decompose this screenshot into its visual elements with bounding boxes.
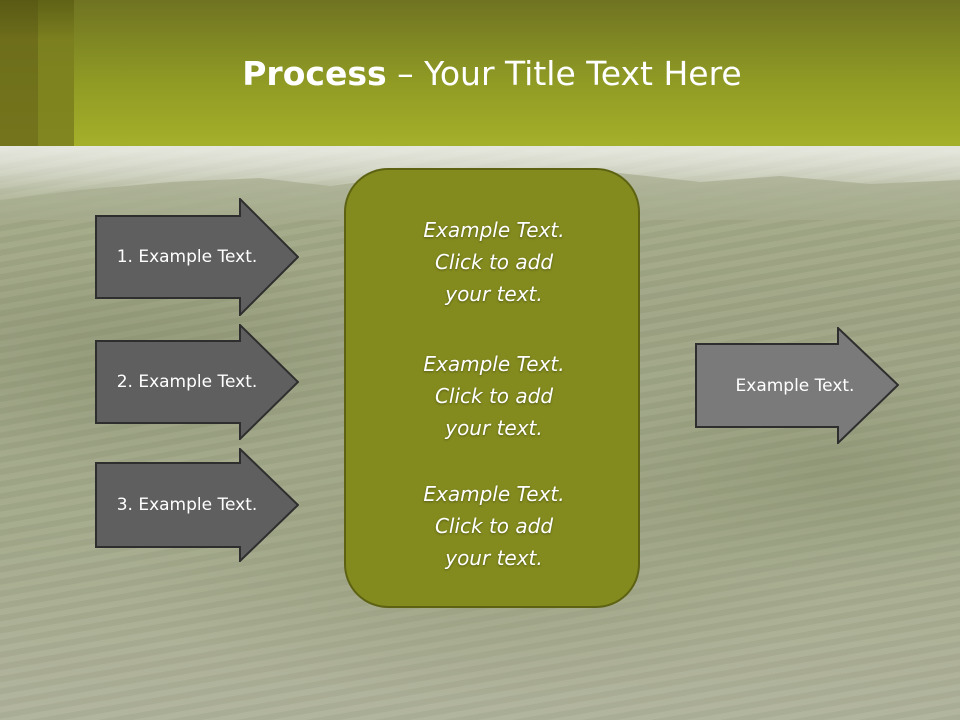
slide-title-rest: – Your Title Text Here [386, 54, 742, 93]
center-paragraph-2: Example Text. Click to add your text. [346, 348, 642, 444]
arrow-shape [95, 198, 299, 316]
process-step-arrow-2[interactable]: 2. Example Text. [95, 324, 299, 440]
slide-title[interactable]: Process – Your Title Text Here [0, 54, 960, 94]
result-arrow-label: Example Text. [735, 375, 855, 396]
arrow-shape [95, 448, 299, 562]
process-step-arrow-3[interactable]: 3. Example Text. [95, 448, 299, 562]
center-paragraph-line: your text. [445, 282, 543, 306]
center-paragraph-line: Click to add [434, 514, 554, 538]
process-step-label-1: 1. Example Text. [116, 247, 258, 267]
arrow-shape [695, 327, 899, 444]
center-paragraph-3: Example Text. Click to add your text. [346, 478, 642, 574]
center-paragraph-1: Example Text. Click to add your text. [346, 214, 642, 310]
center-paragraph-line: Example Text. [423, 352, 565, 376]
process-step-arrow-1[interactable]: 1. Example Text. [95, 198, 299, 316]
process-step-label-3: 3. Example Text. [116, 495, 258, 515]
center-paragraph-line: your text. [445, 416, 543, 440]
center-paragraph-line: Click to add [434, 384, 554, 408]
process-step-label-2: 2. Example Text. [116, 372, 258, 392]
title-bar: Process – Your Title Text Here [0, 0, 960, 146]
header-accent-shade [0, 0, 74, 40]
center-paragraph-line: your text. [445, 546, 543, 570]
slide-title-bold: Process [242, 54, 387, 93]
result-arrow[interactable]: Example Text. [695, 327, 899, 444]
center-paragraph-line: Example Text. [423, 482, 565, 506]
center-paragraph-line: Example Text. [423, 218, 565, 242]
center-content-box[interactable]: Example Text. Click to add your text. Ex… [344, 168, 640, 608]
center-paragraph-line: Click to add [434, 250, 554, 274]
arrow-shape [95, 324, 299, 440]
